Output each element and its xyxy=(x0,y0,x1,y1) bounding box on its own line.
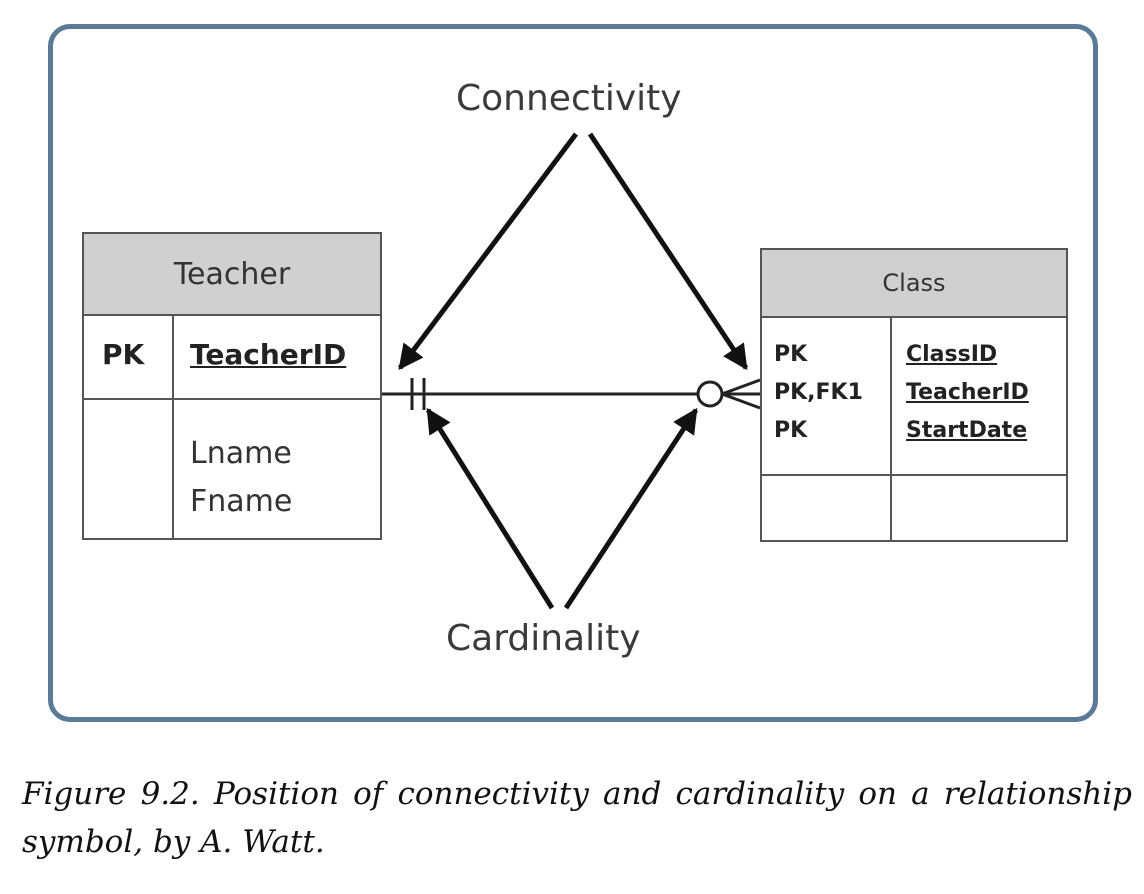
teacher-pk-field: TeacherID xyxy=(190,338,347,371)
connectivity-label: Connectivity xyxy=(456,78,682,119)
teacher-attributes: Lname Fname xyxy=(190,430,292,526)
cardinality-arrow-left xyxy=(425,407,555,610)
cardinality-arrow-right xyxy=(563,407,699,610)
figure-caption: Figure 9.2. Position of connectivity and… xyxy=(22,776,1132,860)
class-row-divider xyxy=(762,474,1066,476)
teacher-attribute: Lname xyxy=(190,436,292,471)
teacher-column-divider xyxy=(172,314,174,538)
teacher-entity: Teacher PK TeacherID Lname Fname xyxy=(82,232,382,540)
teacher-row-divider xyxy=(84,398,380,400)
crows-foot-upper xyxy=(721,378,761,396)
crows-foot-lower xyxy=(721,392,761,410)
connectivity-arrow-right xyxy=(587,132,749,371)
class-entity-title: Class xyxy=(762,250,1066,318)
class-key: PK,FK1 xyxy=(774,380,863,405)
class-field: StartDate xyxy=(906,418,1028,443)
class-entity: Class PK PK,FK1 PK ClassID TeacherID Sta… xyxy=(760,248,1068,542)
class-column-divider xyxy=(890,316,892,540)
teacher-attribute: Fname xyxy=(190,484,293,519)
class-field-column: ClassID TeacherID StartDate xyxy=(906,336,1029,450)
optional-zero-circle xyxy=(696,380,724,408)
teacher-entity-title: Teacher xyxy=(84,234,380,316)
connectivity-arrow-left xyxy=(398,132,578,370)
class-field: TeacherID xyxy=(906,380,1029,405)
class-field: ClassID xyxy=(906,342,998,367)
teacher-pk-key: PK xyxy=(102,338,145,371)
class-key: PK xyxy=(774,418,808,443)
class-key-column: PK PK,FK1 PK xyxy=(774,336,863,450)
class-key: PK xyxy=(774,342,808,367)
cardinality-label: Cardinality xyxy=(446,618,641,659)
